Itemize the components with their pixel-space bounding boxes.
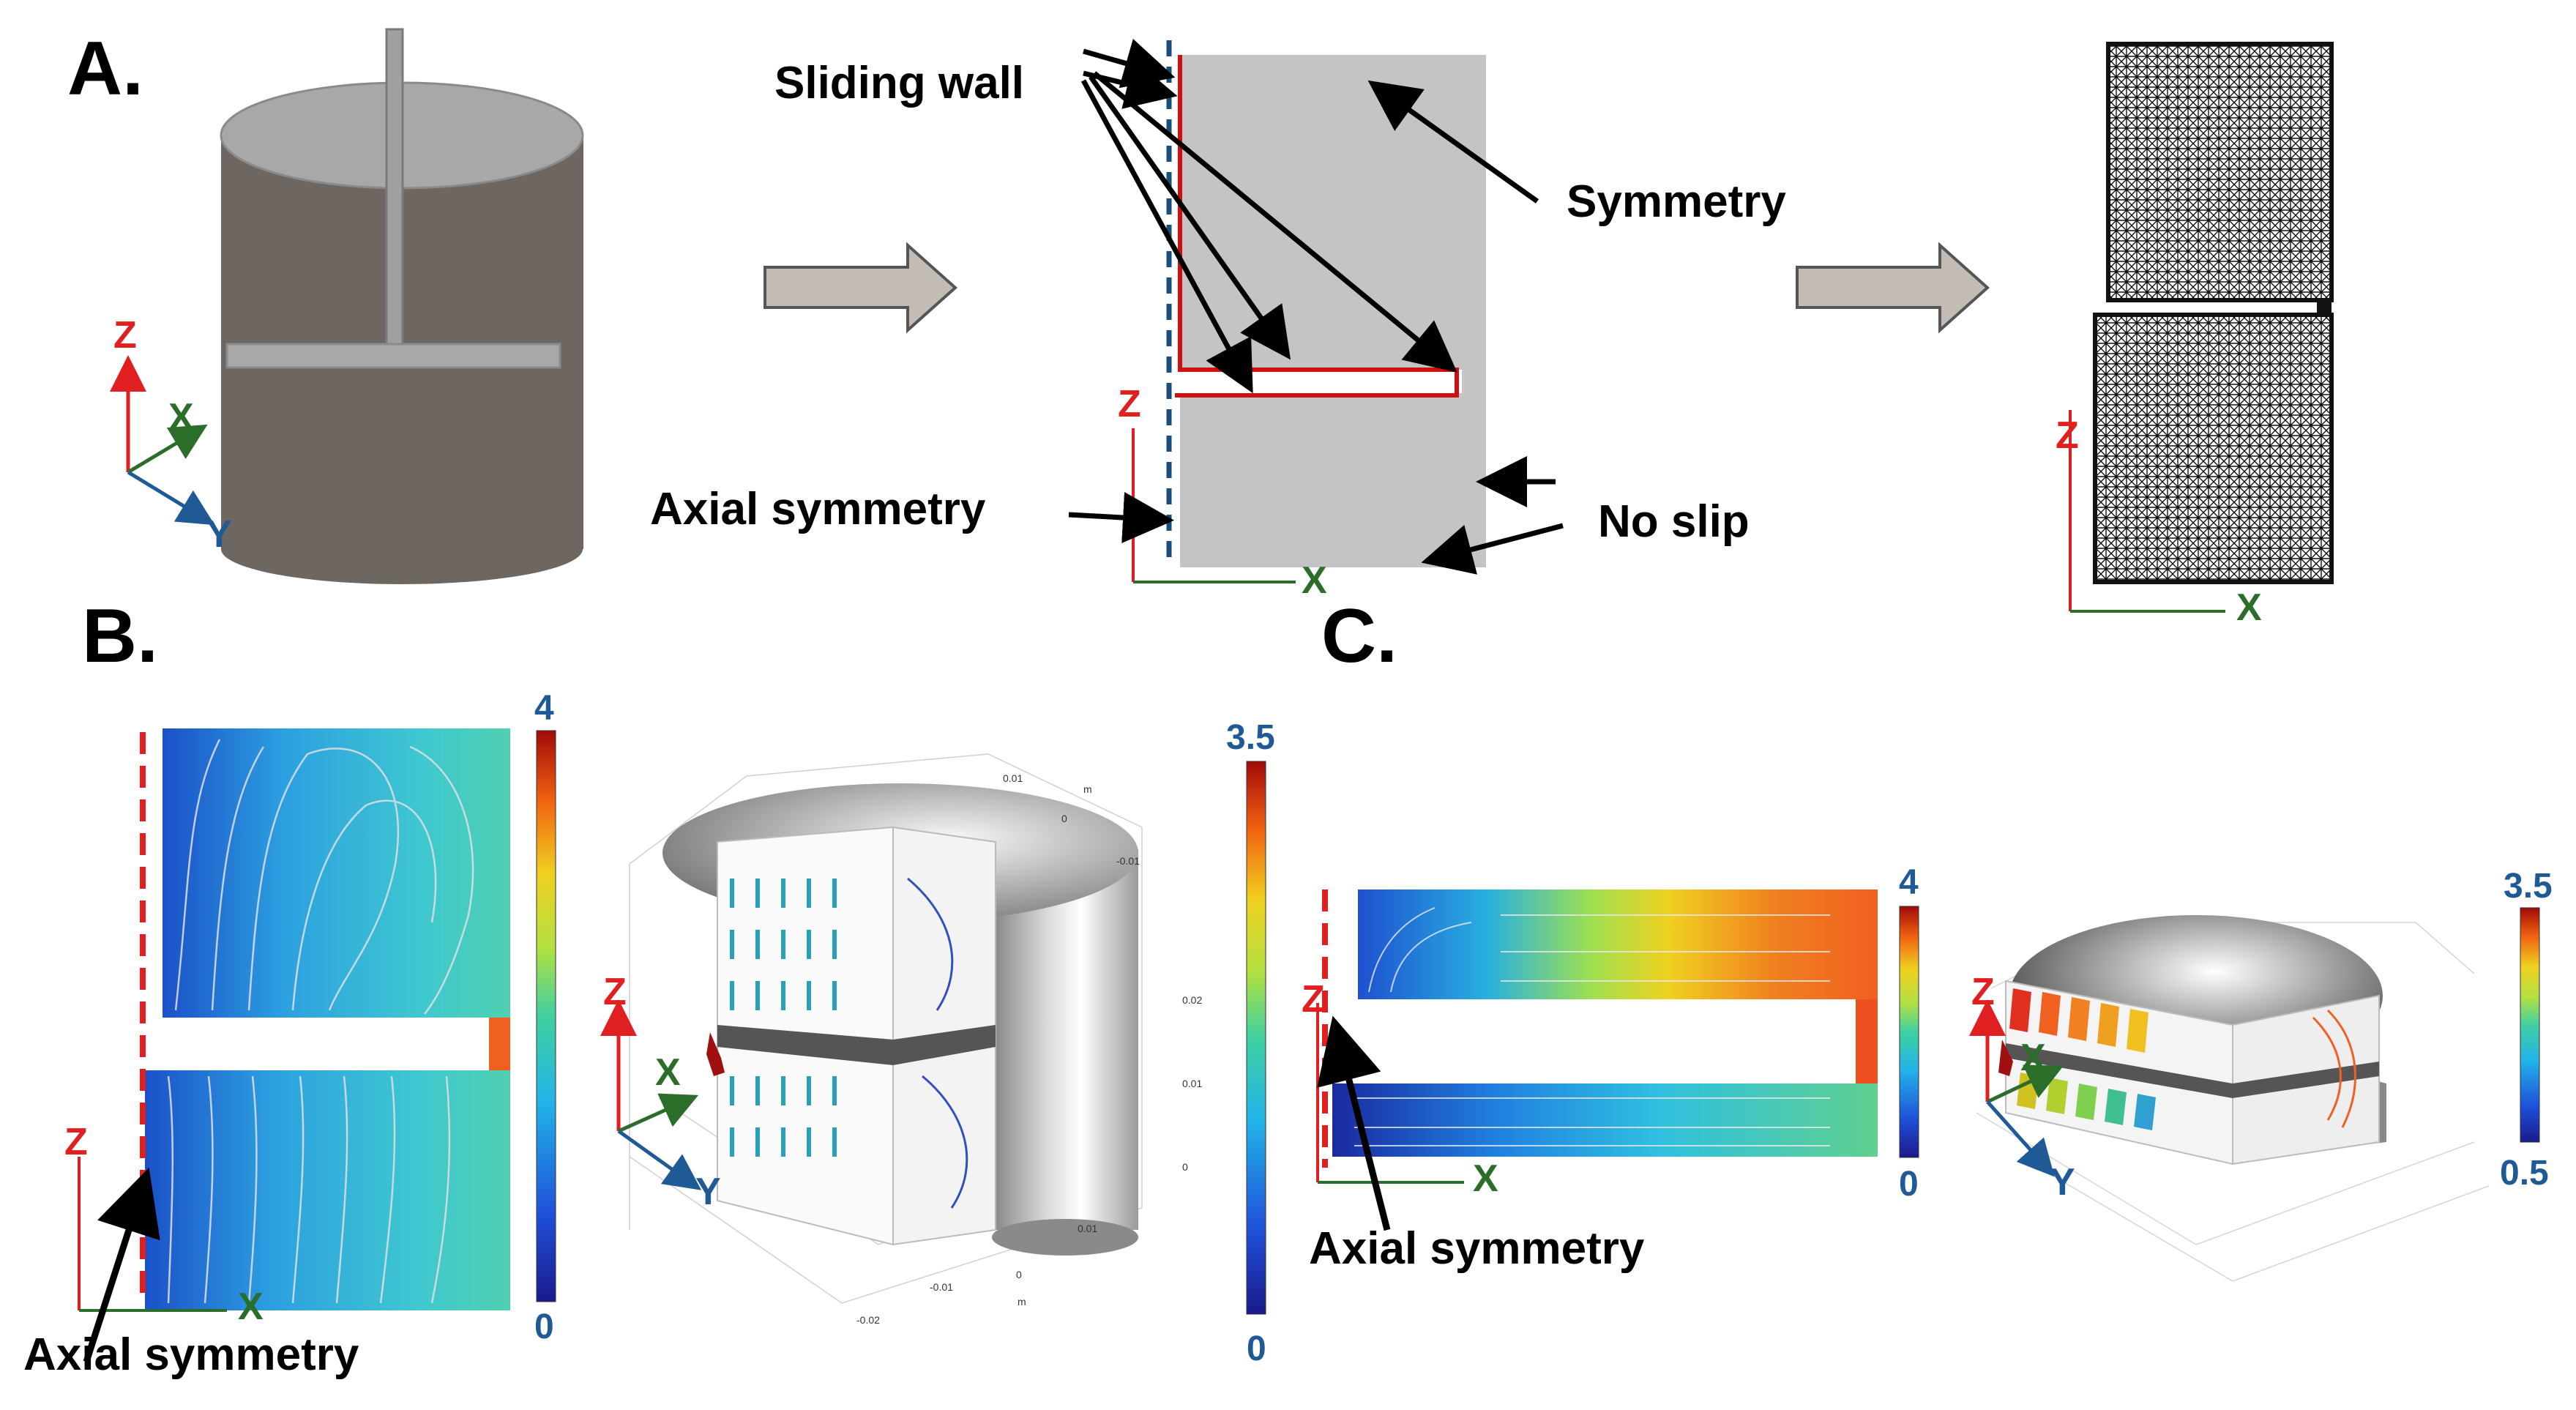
b-3d-axes: [600, 999, 702, 1190]
c-3d-colorbar: [2520, 907, 2540, 1143]
computational-mesh: [2093, 42, 2334, 584]
domain-x-label: X: [1302, 559, 1327, 602]
b3d-z-label: Z: [603, 971, 627, 1013]
b3d-tick: -0.01: [1116, 855, 1140, 867]
b2d-z-label: Z: [64, 1121, 88, 1163]
flow-arrow-1: [764, 242, 958, 334]
tank-y-label: Y: [206, 513, 232, 556]
b3d-tick: 0.01: [1078, 1223, 1098, 1234]
b3d-tick: 0: [1061, 813, 1067, 824]
mesh-x-label: X: [2236, 586, 2262, 629]
b2d-x-label: X: [238, 1286, 264, 1328]
b-3d-colorbar: [1246, 761, 1266, 1315]
tank-axes: [110, 355, 215, 526]
symmetry-label: Symmetry: [1567, 176, 1786, 227]
c-velocity-field-2d: [1322, 889, 1878, 1168]
tank-x-label: X: [168, 396, 194, 439]
b3d-tick: 0.01: [1003, 772, 1023, 784]
stirred-tank-illustration: [220, 28, 584, 584]
panel-label-c: C.: [1321, 594, 1397, 679]
b-2d-colorbar: [536, 730, 556, 1302]
c-2d-axes: [1316, 1003, 1464, 1231]
tank-z-label: Z: [113, 314, 137, 357]
b3d-tick: 0.01: [1182, 1078, 1203, 1089]
c3d-colorbar-min: 0.5: [2500, 1154, 2549, 1193]
b2d-colorbar-min: 0: [534, 1308, 554, 1346]
b-3d-cutaway: [629, 753, 1143, 1304]
no-slip-label: No slip: [1598, 496, 1750, 547]
b3d-tick: m: [1083, 783, 1092, 795]
b3d-tick: -0.02: [856, 1314, 880, 1326]
sliding-wall-label: Sliding wall: [774, 58, 1025, 108]
c3d-y-label: Y: [2050, 1161, 2075, 1204]
b-velocity-field-2d: [140, 728, 510, 1310]
c-3d-axes: [1969, 999, 2064, 1177]
c-3d-cutaway: [1976, 915, 2490, 1282]
c2d-x-label: X: [1473, 1157, 1498, 1200]
b3d-tick: -0.01: [930, 1281, 953, 1293]
domain-z-label: Z: [1118, 383, 1141, 425]
flow-arrow-2: [1796, 242, 1990, 334]
c2d-colorbar-max: 4: [1899, 863, 1919, 902]
mesh-axes: [2069, 410, 2225, 613]
b3d-colorbar-max: 3.5: [1226, 718, 1275, 757]
c3d-colorbar-max: 3.5: [2504, 867, 2553, 906]
b2d-colorbar-max: 4: [534, 689, 554, 728]
panel-label-a: A.: [67, 26, 143, 111]
b3d-tick: 0.02: [1182, 994, 1203, 1006]
b3d-tick: m: [1018, 1296, 1026, 1308]
b3d-tick: 0: [1182, 1161, 1188, 1173]
axisymmetric-domain: [1166, 40, 1486, 567]
b3d-colorbar-min: 0: [1247, 1329, 1266, 1368]
c2d-z-label: Z: [1302, 978, 1325, 1021]
annotation-arrows: [1068, 38, 1564, 575]
c2d-colorbar-min: 0: [1899, 1165, 1919, 1204]
axial-symmetry-label-b: Axial symmetry: [23, 1329, 359, 1380]
b3d-tick: 0: [1016, 1269, 1022, 1280]
b3d-y-label: Y: [695, 1171, 721, 1213]
axial-symmetry-label-a: Axial symmetry: [650, 484, 986, 534]
b3d-x-label: X: [655, 1051, 681, 1094]
b-2d-axes: [78, 1157, 227, 1363]
c3d-z-label: Z: [1971, 971, 1995, 1013]
c3d-x-label: X: [2020, 1037, 2046, 1079]
mesh-z-label: Z: [2056, 414, 2079, 457]
c-2d-colorbar: [1899, 906, 1919, 1158]
panel-label-b: B.: [82, 594, 158, 679]
axial-symmetry-label-c: Axial symmetry: [1309, 1223, 1645, 1274]
